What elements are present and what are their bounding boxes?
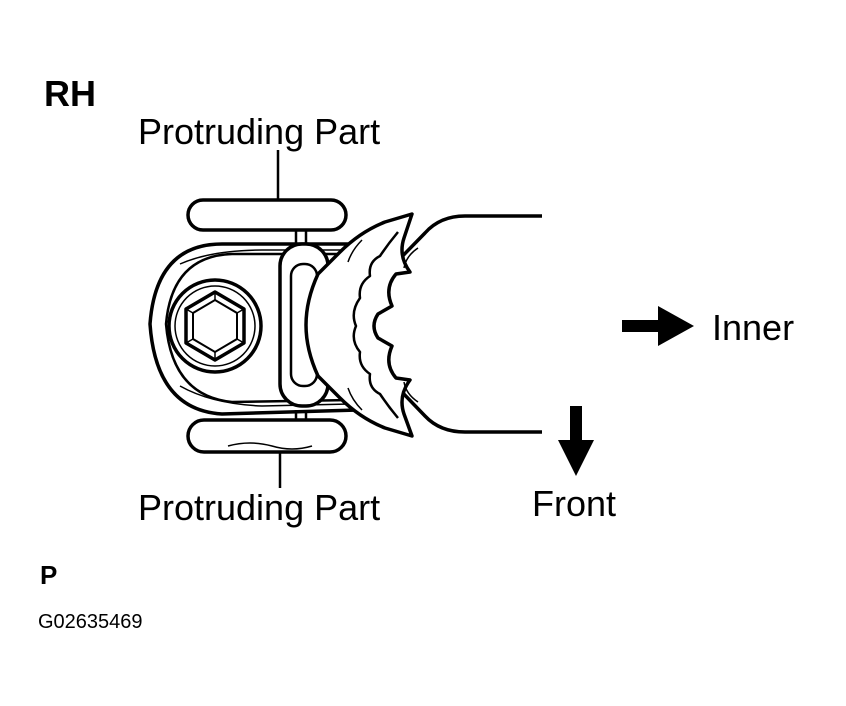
boot-wave-inner — [352, 231, 399, 419]
protruding-part-bottom-label: Protruding Part — [138, 487, 381, 528]
arrow-down-icon — [558, 406, 594, 476]
hex-bolt-icon — [167, 278, 263, 374]
boot-outline — [304, 212, 414, 438]
top-protruding-part — [186, 198, 348, 232]
arrow-right-icon — [622, 306, 694, 346]
bracket-inner-contour — [164, 252, 353, 404]
figure-id: G02635469 — [38, 611, 143, 633]
front-direction-label: Front — [532, 483, 617, 524]
view-code: P — [40, 560, 58, 590]
inner-direction-label: Inner — [712, 307, 795, 348]
protruding-part-top-label: Protruding Part — [138, 111, 381, 152]
bottom-protruding-part — [186, 418, 348, 454]
side-label: RH — [44, 73, 96, 114]
